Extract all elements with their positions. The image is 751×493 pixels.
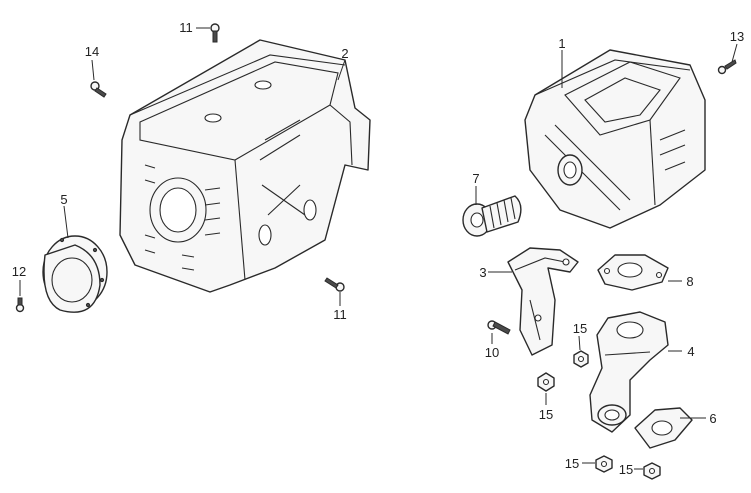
callout-13: 13 <box>730 29 744 44</box>
part-5-muffler-cap <box>42 235 108 313</box>
part-1-muffler <box>524 49 706 229</box>
callout-15-a: 15 <box>573 321 587 336</box>
callout-3: 3 <box>479 265 486 280</box>
callout-12: 12 <box>12 264 26 279</box>
part-3-bracket <box>507 247 579 356</box>
screw-11-bottom <box>324 277 345 292</box>
callout-11-bottom: 11 <box>333 307 347 322</box>
callout-11-top: 11 <box>179 20 193 35</box>
nut-15-b <box>537 372 555 392</box>
nut-15-d <box>643 462 661 480</box>
callout-7: 7 <box>472 171 479 186</box>
part-4-exhaust-pipe <box>589 311 669 433</box>
callout-15-d: 15 <box>619 462 633 477</box>
callout-6: 6 <box>709 411 716 426</box>
bolt-10 <box>487 320 511 335</box>
callout-1: 1 <box>558 36 565 51</box>
nut-15-a <box>573 350 589 368</box>
leader-lines <box>19 27 738 470</box>
screw-13 <box>717 59 737 75</box>
screw-12 <box>15 297 25 313</box>
part-7-spark-arrester <box>462 195 522 237</box>
callout-10: 10 <box>485 345 499 360</box>
callout-15-b: 15 <box>539 407 553 422</box>
nut-15-c <box>595 455 613 473</box>
part-8-gasket <box>597 254 669 291</box>
callout-4: 4 <box>687 344 694 359</box>
callout-5: 5 <box>60 192 67 207</box>
part-6-gasket <box>634 407 693 449</box>
callout-8: 8 <box>686 274 693 289</box>
part-2-muffler-protector <box>119 39 371 293</box>
callout-14: 14 <box>85 44 99 59</box>
callout-labels: 1 2 3 4 5 6 7 8 10 11 11 12 13 14 15 15 … <box>12 20 744 477</box>
callout-2: 2 <box>341 46 348 61</box>
screw-11-top <box>210 23 220 43</box>
callout-15-c: 15 <box>565 456 579 471</box>
screw-14 <box>90 81 107 98</box>
